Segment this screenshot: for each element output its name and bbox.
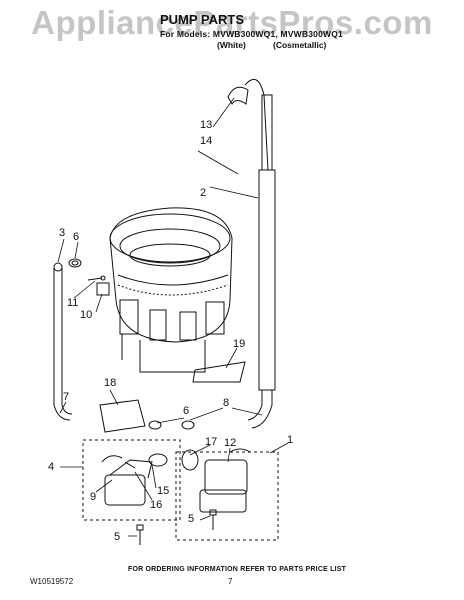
- callout-2: 2: [200, 187, 206, 199]
- variant-white: (White): [217, 40, 246, 50]
- callout-10: 10: [80, 309, 92, 321]
- strap: [197, 150, 239, 175]
- hose-hanger: [227, 86, 249, 106]
- ordering-note: FOR ORDERING INFORMATION REFER TO PARTS …: [128, 566, 347, 573]
- callout-group: 13 14 2 3 6 11 10 19 18 7 6 8 1 17 12 4 …: [48, 119, 293, 543]
- drain-hose: [244, 78, 276, 429]
- outer-tub: [109, 207, 233, 373]
- pump-right: [181, 448, 251, 513]
- hose-clamp-lower: [148, 420, 195, 430]
- pump-box-left: [82, 439, 181, 521]
- callout-5-right: 5: [188, 513, 194, 525]
- variant-cosmetallic: (Cosmetallic): [273, 40, 327, 50]
- callout-9: 9: [90, 491, 96, 503]
- callout-5-left: 5: [114, 531, 120, 543]
- pump-box-right: [175, 451, 279, 541]
- callout-7: 7: [63, 391, 69, 403]
- callout-18: 18: [104, 377, 116, 389]
- pump-left: [101, 453, 168, 506]
- screw: [87, 275, 106, 281]
- callout-8: 8: [223, 397, 229, 409]
- bracket: [96, 282, 110, 296]
- callout-19: 19: [233, 338, 245, 350]
- leader-lines: [57, 97, 289, 537]
- callout-11: 11: [67, 297, 78, 309]
- hose-clamp-upper: [68, 258, 82, 268]
- callout-15: 15: [157, 485, 169, 497]
- callout-13: 13: [200, 119, 212, 131]
- callout-17: 17: [205, 436, 217, 448]
- shield-left: [99, 399, 146, 433]
- callout-4: 4: [48, 461, 54, 473]
- callout-1: 1: [287, 434, 293, 446]
- callout-6-upper: 6: [73, 231, 79, 243]
- callout-3: 3: [59, 227, 65, 239]
- callout-12: 12: [224, 437, 236, 449]
- shield-right: [192, 361, 246, 383]
- callout-16: 16: [150, 499, 162, 511]
- screw-right: [209, 509, 217, 530]
- page-title: PUMP PARTS: [160, 12, 245, 27]
- page-number: 7: [228, 577, 233, 586]
- callout-6-lower: 6: [183, 405, 189, 417]
- doc-number: W10519572: [30, 577, 74, 586]
- pump-hose: [53, 262, 73, 421]
- callout-14: 14: [200, 135, 212, 147]
- models-line: For Models: MVWB300WQ1, MVWB300WQ1: [160, 29, 343, 39]
- screw-left: [136, 524, 144, 545]
- watermark: AppliancePartsPros.com: [31, 4, 433, 41]
